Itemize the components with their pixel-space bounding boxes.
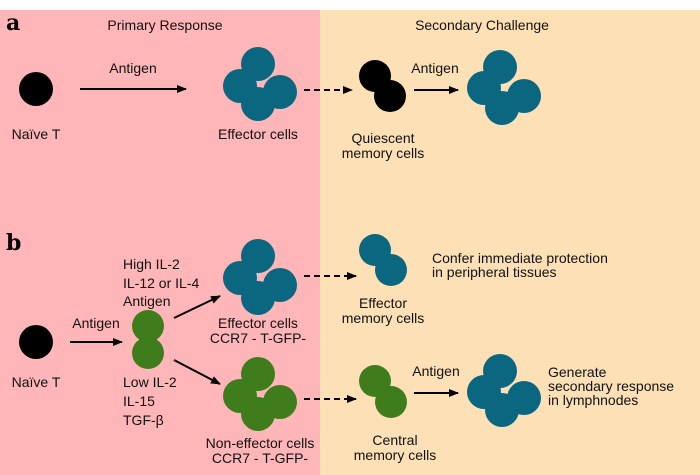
effector-cells-cluster	[223, 47, 297, 121]
naive-t-cell-b	[19, 325, 53, 359]
effector-memory-desc-1: Confer immediate protection	[432, 250, 608, 266]
cell-circle	[374, 80, 406, 112]
naive-t-label-b: Naïve T	[12, 374, 61, 390]
secondary-response-cells	[467, 354, 541, 427]
high-condition-3: Antigen	[123, 293, 170, 309]
effector-label-b-2: CCR7 - T-GFP-	[210, 330, 307, 346]
effector-cells-label: Effector cells	[218, 126, 298, 142]
effector-memory-label-1: Effector	[359, 295, 407, 311]
central-memory-cells	[359, 365, 407, 418]
secondary-antigen-label: Antigen	[411, 60, 458, 76]
antigen-label-b: Antigen	[72, 315, 119, 331]
noneffector-label-2: CCR7 - T-GFP-	[212, 450, 309, 466]
cell-circle	[485, 393, 519, 427]
naive-t-label: Naïve T	[12, 126, 61, 142]
cell-circle	[485, 91, 519, 125]
antigen-label: Antigen	[109, 60, 156, 76]
effector-memory-desc-2: in peripheral tissues	[432, 264, 557, 280]
naive-t-cell	[19, 72, 53, 106]
central-desc-2: secondary response	[548, 378, 674, 394]
arrow-to-noneffector	[173, 359, 221, 385]
central-desc-1: Generate	[548, 364, 607, 380]
panel-a-letter: a	[6, 10, 20, 36]
effector-cells-b	[223, 239, 297, 315]
activated-t-cell	[132, 310, 164, 369]
arrow-to-effector	[173, 295, 221, 319]
effector-memory-label-2: memory cells	[342, 310, 424, 326]
low-condition-3: TGF-β	[123, 412, 164, 428]
high-condition-1: High IL-2	[123, 256, 180, 272]
cell-circle	[132, 310, 164, 342]
effector-label-b-1: Effector cells	[218, 315, 298, 331]
central-desc-3: in lymphnodes	[548, 392, 638, 408]
primary-response-header: Primary Response	[107, 17, 222, 33]
cell-circle	[241, 397, 275, 431]
quiescent-label-2: memory cells	[342, 145, 424, 161]
high-condition-2: IL-12 or IL-4	[123, 275, 199, 291]
quiescent-memory-cells	[359, 60, 406, 112]
low-condition-2: IL-15	[123, 393, 155, 409]
noneffector-label-1: Non-effector cells	[206, 435, 315, 451]
cell-circle	[375, 254, 407, 286]
panel-b-letter: b	[6, 230, 21, 256]
cell-circle	[132, 337, 164, 369]
low-condition-1: Low IL-2	[123, 374, 177, 390]
effector-memory-cells	[359, 234, 407, 286]
cell-circle	[241, 281, 275, 315]
cell-circle	[375, 386, 407, 418]
secondary-challenge-header: Secondary Challenge	[415, 17, 549, 33]
quiescent-label-1: Quiescent	[351, 130, 414, 146]
secondary-effector-cells	[467, 50, 541, 125]
central-antigen-label: Antigen	[412, 363, 459, 379]
central-memory-label-2: memory cells	[354, 447, 436, 463]
noneffector-cells	[223, 357, 297, 431]
cell-circle	[241, 87, 275, 121]
central-memory-label-1: Central	[372, 432, 417, 448]
